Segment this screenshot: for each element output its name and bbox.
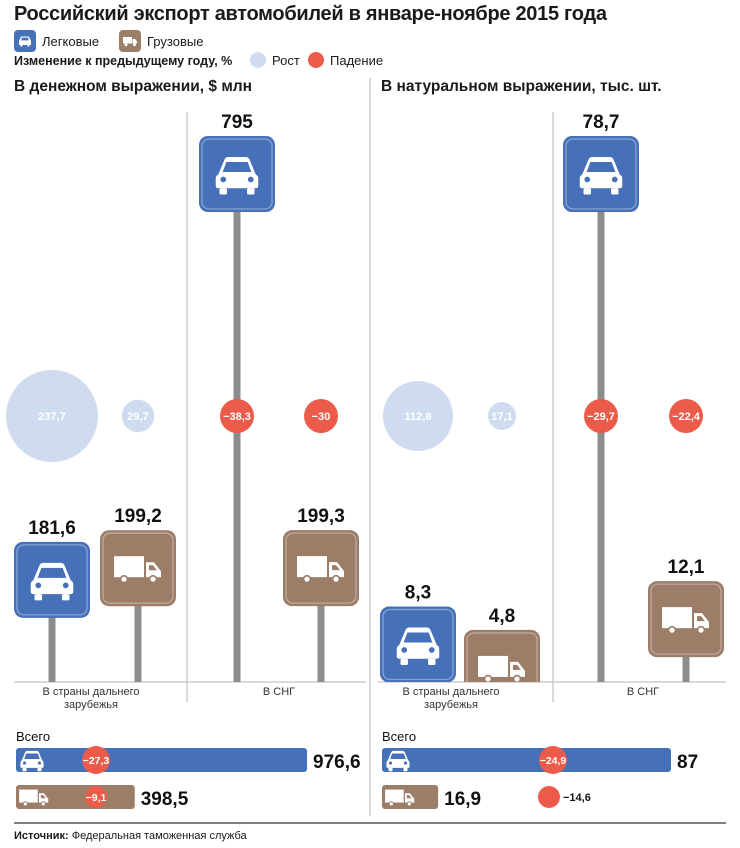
change-label: −14,6	[563, 792, 591, 804]
category-label: В СНГ	[263, 686, 295, 698]
passenger-total-value: 87	[677, 752, 698, 773]
category-label: В СНГ	[627, 686, 659, 698]
car-icon	[386, 750, 410, 772]
sign-border	[102, 532, 174, 604]
sign-border	[466, 632, 538, 682]
car-icon	[14, 30, 36, 52]
truck-icon	[297, 556, 344, 584]
sign-pole	[134, 568, 142, 682]
trucks-total-value: 16,9	[444, 789, 481, 810]
change-label: −30	[312, 411, 331, 423]
truck-icon	[478, 655, 525, 682]
change-label: −38,3	[223, 411, 251, 423]
sign-border	[382, 608, 454, 681]
value-label: 795	[221, 112, 253, 133]
passenger-total-value: 976,6	[313, 752, 361, 773]
sign-border	[201, 138, 273, 210]
legend-trucks-label: Грузовые	[147, 33, 204, 49]
truck-icon	[662, 607, 709, 635]
total-label: Всего	[382, 729, 416, 744]
sign-border	[285, 532, 357, 604]
legend-passenger: Легковые	[14, 30, 99, 52]
truck-sign	[283, 530, 359, 607]
growth-bubble	[488, 402, 516, 430]
decline-bubble	[539, 746, 567, 774]
chart-title: Российский экспорт автомобилей в январе-…	[14, 3, 607, 25]
total-label: Всего	[16, 729, 50, 744]
panel-title-money: В денежном выражении, $ млн	[14, 78, 253, 95]
category-label: В страны дальнего	[403, 686, 500, 698]
legend-passenger-label: Легковые	[42, 33, 100, 49]
decline-bubble	[584, 399, 618, 433]
change-label: 112,8	[405, 411, 432, 423]
change-label: −24,9	[540, 755, 567, 767]
legend-trucks: Грузовые	[119, 30, 203, 52]
decline-dot	[308, 52, 324, 68]
value-label: 181,6	[28, 518, 76, 539]
change-label: −27,3	[83, 755, 110, 767]
source-note: Источник: Федеральная таможенная служба	[14, 830, 247, 842]
value-label: 12,1	[668, 557, 705, 578]
change-label: −22,4	[672, 411, 701, 423]
truck-icon	[114, 556, 161, 584]
decline-bubble	[669, 399, 703, 433]
legend-growth: Рост	[250, 52, 300, 68]
passenger-sign	[199, 136, 275, 212]
truck-icon	[19, 789, 49, 807]
passenger-sign	[563, 136, 639, 212]
category-label: зарубежья	[64, 699, 118, 711]
category-label: зарубежья	[424, 699, 478, 711]
car-icon	[30, 562, 74, 601]
change-label: −9,1	[86, 792, 107, 804]
car-icon	[396, 627, 440, 666]
decline-bubble	[82, 746, 110, 774]
passenger-sign	[14, 541, 90, 618]
car-icon	[20, 750, 44, 772]
decline-bubble	[85, 786, 107, 808]
source-text: Федеральная таможенная служба	[71, 830, 247, 842]
value-label: 4,8	[489, 606, 515, 627]
value-label: 199,3	[297, 506, 345, 527]
value-label: 199,2	[114, 506, 162, 527]
change-label: 237,7	[38, 411, 66, 423]
trucks-total-value: 398,5	[141, 789, 189, 810]
legend-decline-label: Падение	[330, 52, 384, 68]
truck-sign	[648, 581, 724, 658]
value-label: 8,3	[405, 583, 431, 604]
passenger-total-bar	[16, 748, 307, 772]
sign-border	[650, 583, 722, 655]
car-icon	[579, 157, 623, 195]
sign-pole	[317, 568, 325, 682]
change-label: −29,7	[587, 411, 615, 423]
category-label: В страны дальнего	[43, 686, 140, 698]
sign-border	[565, 138, 637, 210]
decline-bubble	[538, 786, 560, 808]
decline-bubble	[220, 399, 254, 433]
growth-bubble	[383, 381, 453, 451]
panel-title-units: В натуральном выражении, тыс. шт.	[381, 78, 662, 95]
truck-icon	[119, 30, 141, 52]
growth-dot	[250, 52, 266, 68]
change-label: 29,7	[127, 411, 148, 423]
truck-sign	[464, 629, 540, 682]
change-label: 17,1	[491, 411, 512, 423]
value-label: 78,7	[583, 112, 620, 133]
car-icon	[215, 157, 259, 195]
passenger-sign	[380, 606, 456, 682]
legend-decline: Падение	[308, 52, 383, 68]
truck-sign	[100, 530, 176, 607]
sign-border	[16, 544, 88, 616]
change-note: Изменение к предыдущему году, %	[14, 54, 233, 68]
source-label: Источник:	[14, 830, 69, 842]
passenger-total-bar	[382, 748, 671, 772]
growth-bubble	[121, 399, 155, 433]
growth-bubble	[6, 370, 98, 462]
sign-pole	[48, 579, 56, 682]
decline-bubble	[304, 399, 338, 433]
truck-icon	[385, 789, 415, 807]
legend-growth-label: Рост	[272, 52, 300, 68]
